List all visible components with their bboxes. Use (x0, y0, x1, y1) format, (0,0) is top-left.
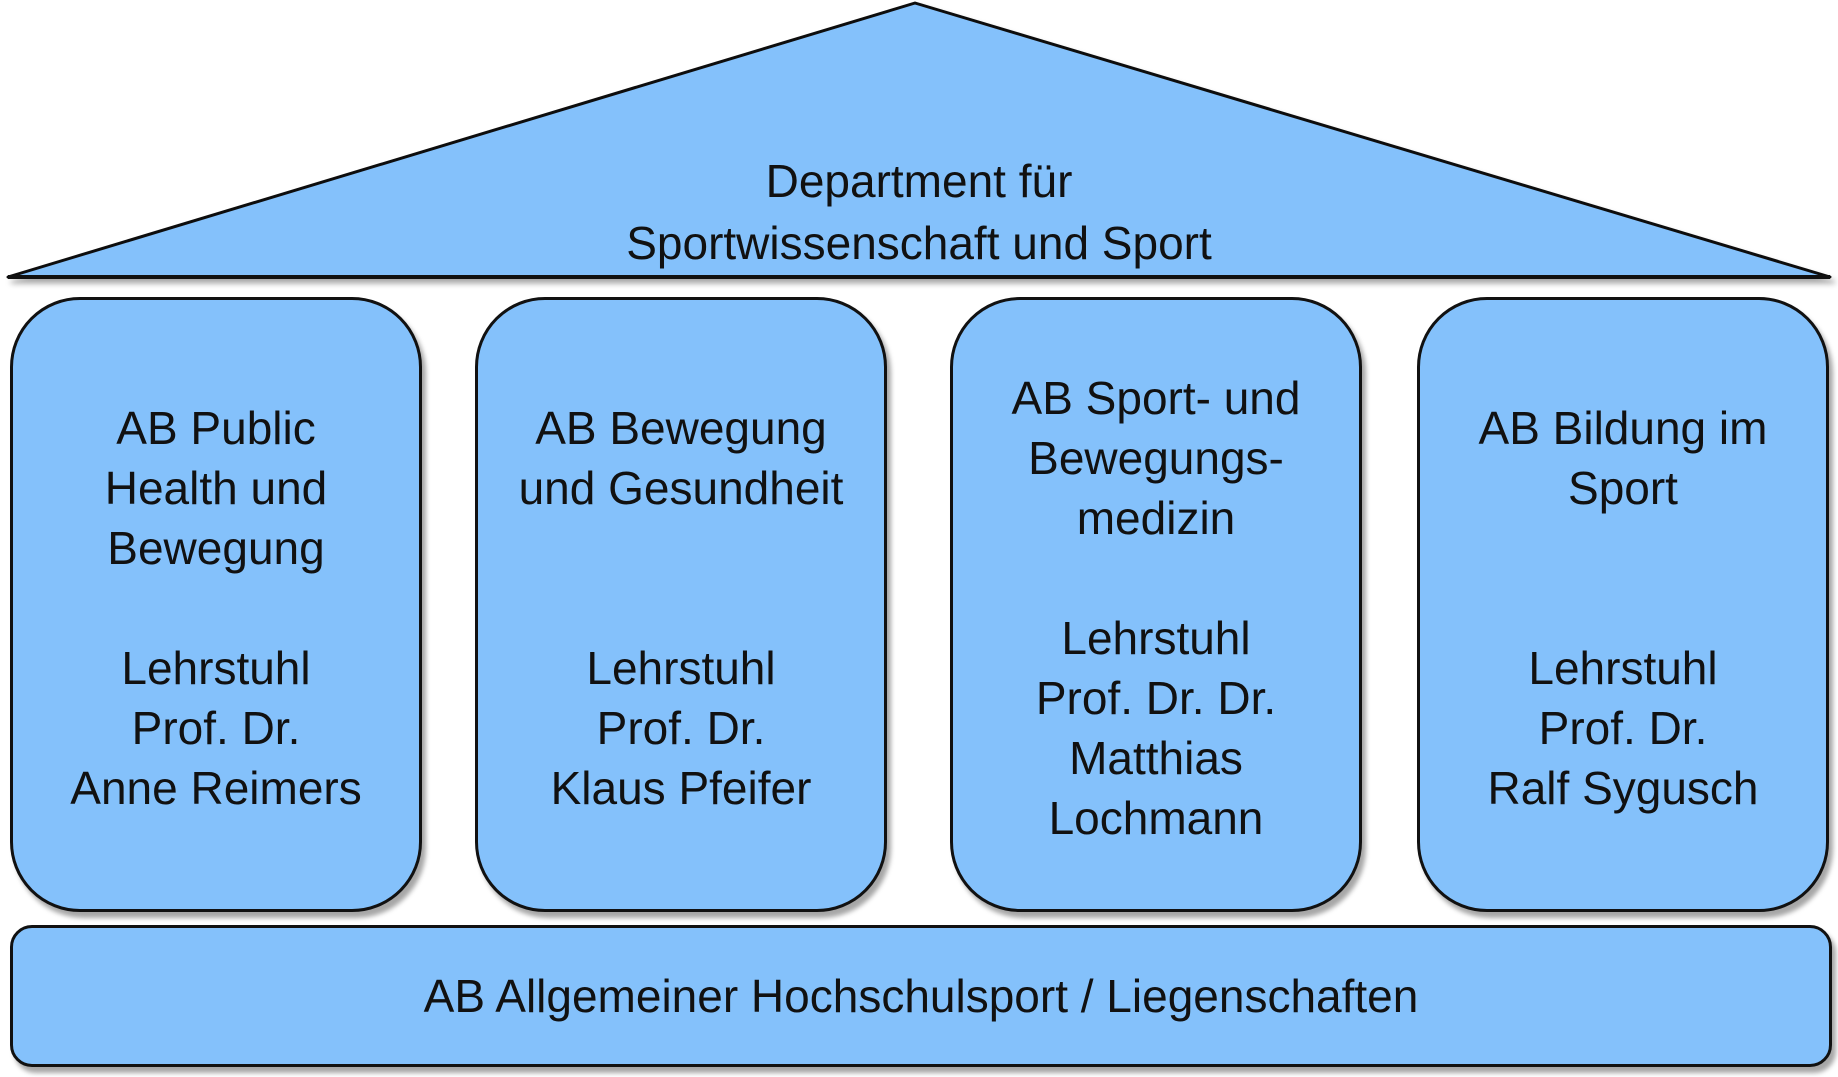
base-foundation: AB Allgemeiner Hochschulsport / Liegensc… (10, 925, 1832, 1067)
pillar-title: AB Bildung im Sport (1478, 402, 1768, 514)
base-label: AB Allgemeiner Hochschulsport / Liegensc… (423, 970, 1419, 1022)
pillar-title: AB Public Health und Bewegung (104, 402, 328, 574)
pillar-title: AB Bewegung und Gesundheit (518, 402, 844, 514)
pillar-bildung-im-sport: AB Bildung im Sport Lehrstuhl Prof. Dr. … (1417, 297, 1829, 912)
pillar-bewegung-gesundheit: AB Bewegung und Gesundheit Lehrstuhl Pro… (475, 297, 887, 912)
pillar-chair: Lehrstuhl Prof. Dr. Anne Reimers (70, 642, 362, 814)
roof (6, 1, 1832, 279)
pillar-title: AB Sport- und Bewegungs- medizin (1011, 372, 1301, 544)
roof-title-line-1: Department für (765, 155, 1073, 207)
pillar-sportmedizin: AB Sport- und Bewegungs- medizin Lehrstu… (950, 297, 1362, 912)
pillar-chair: Lehrstuhl Prof. Dr. Dr. Matthias Lochman… (1035, 612, 1277, 844)
pillar-public-health: AB Public Health und Bewegung Lehrstuhl … (10, 297, 422, 912)
pillar-chair: Lehrstuhl Prof. Dr. Ralf Sygusch (1487, 642, 1759, 814)
roof-title: Department für Sportwissenschaft und Spo… (0, 150, 1838, 274)
pillar-chair: Lehrstuhl Prof. Dr. Klaus Pfeifer (550, 642, 812, 814)
roof-title-line-2: Sportwissenschaft und Sport (626, 217, 1212, 269)
